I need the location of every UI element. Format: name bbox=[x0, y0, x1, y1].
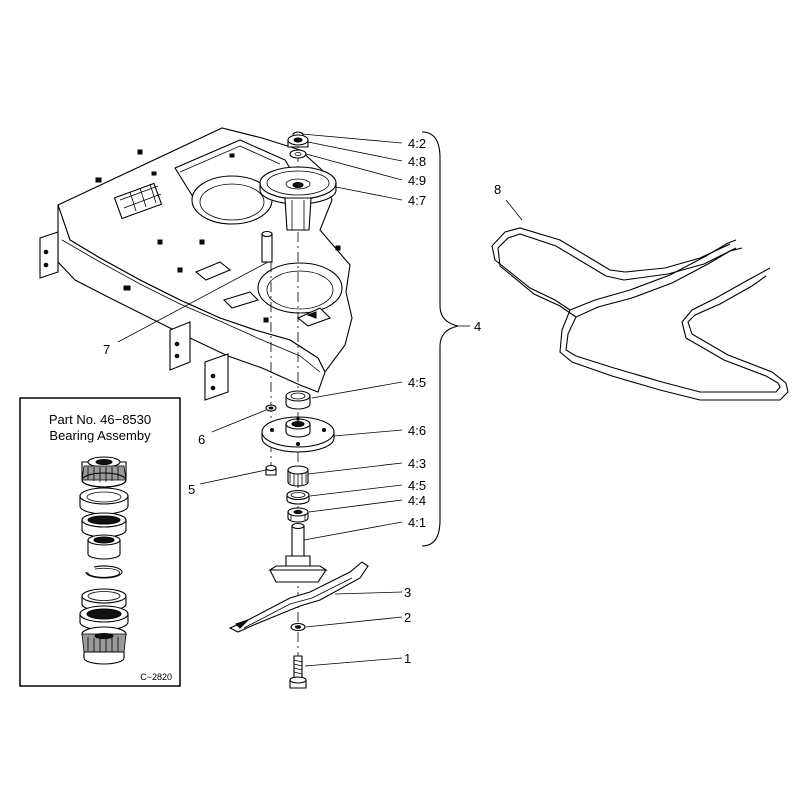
callout-3: 3 bbox=[404, 585, 411, 600]
callout-7: 7 bbox=[103, 342, 110, 357]
part-4-4-bearing bbox=[287, 507, 309, 523]
part-4-6-housing bbox=[261, 416, 335, 453]
callout-2: 2 bbox=[404, 610, 411, 625]
assembly-4-brace bbox=[421, 131, 459, 547]
callout-1: 1 bbox=[404, 651, 411, 666]
callout-4-7: 4:7 bbox=[408, 193, 426, 208]
bearing-assembly-inset: Part No. 46−8530 Bearing Assemby bbox=[19, 397, 181, 687]
part-1-bolt bbox=[289, 655, 307, 689]
part-3-blade bbox=[228, 561, 369, 633]
inset-title: Part No. 46−8530 bbox=[49, 412, 151, 427]
part-4-5-cup-lower bbox=[286, 489, 310, 505]
part-4-7-pulley bbox=[259, 166, 337, 231]
part-4-5-cup-upper bbox=[285, 390, 311, 410]
callout-5: 5 bbox=[188, 482, 195, 497]
callout-labels: 4:2 4:8 4:9 4:7 4 8 7 4:5 6 4:6 4:3 5 4:… bbox=[103, 136, 501, 666]
callout-6: 6 bbox=[198, 432, 205, 447]
part-8-belt bbox=[491, 227, 789, 401]
callout-4-5-upper: 4:5 bbox=[408, 375, 426, 390]
leader-lines bbox=[117, 133, 523, 667]
callout-4-6: 4:6 bbox=[408, 423, 426, 438]
spindle-assembly bbox=[228, 131, 369, 689]
callout-4-9: 4:9 bbox=[408, 173, 426, 188]
callout-4-4: 4:4 bbox=[408, 493, 426, 508]
callout-4-5-lower: 4:5 bbox=[408, 478, 426, 493]
callout-4-1: 4:1 bbox=[408, 515, 426, 530]
inset-figure-code: C−2820 bbox=[140, 672, 172, 682]
callout-4-3: 4:3 bbox=[408, 456, 426, 471]
callout-8: 8 bbox=[494, 182, 501, 197]
part-4-3-bearing bbox=[287, 465, 309, 487]
part-4-1-spindle-shaft bbox=[268, 522, 328, 583]
callout-4: 4 bbox=[474, 319, 481, 334]
inset-subtitle: Bearing Assemby bbox=[49, 428, 151, 443]
callout-4-8: 4:8 bbox=[408, 154, 426, 169]
callout-4-2: 4:2 bbox=[408, 136, 426, 151]
